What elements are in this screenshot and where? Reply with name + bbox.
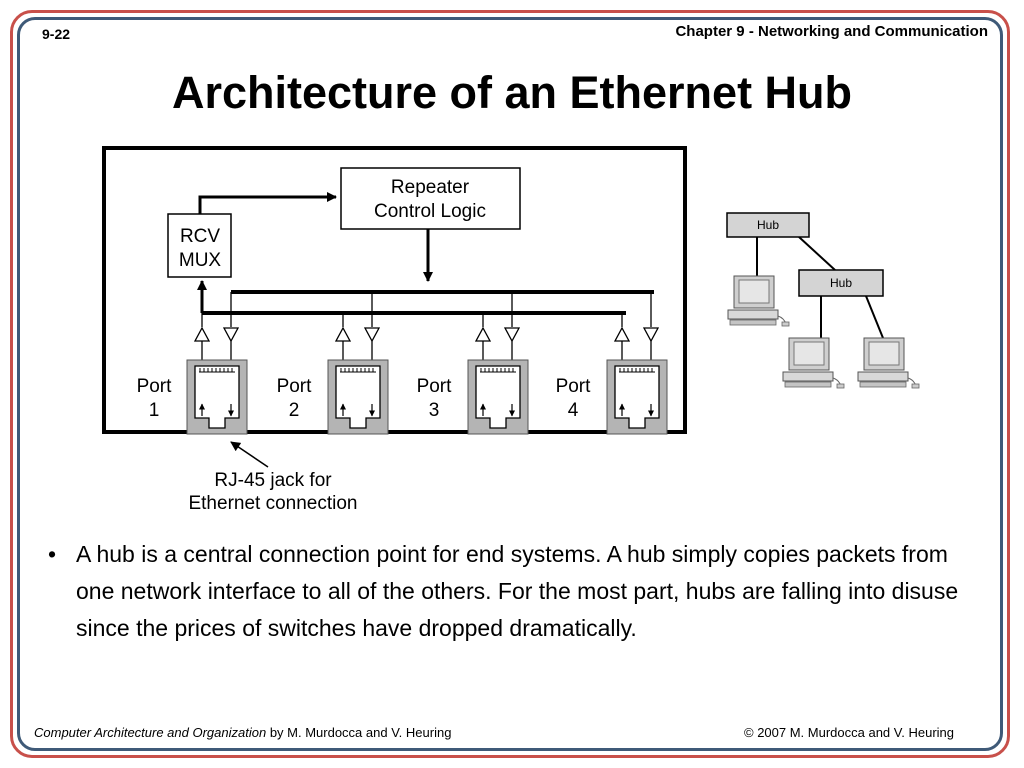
link-hub2-pc3 [865,295,884,339]
hub-enclosure [102,146,687,434]
port-3-driver-icon [504,327,520,342]
port-4-receiver-icon [614,327,630,342]
footer-book-title: Computer Architecture and Organization [34,725,267,740]
hub-2-label: Hub [830,276,852,290]
port-2-driver-icon [364,327,380,342]
port-1-driver-icon [223,327,239,342]
repeater-label-line1: Repeater [391,177,470,198]
rcv-mux-block [167,213,232,278]
slide-title: Architecture of an Ethernet Hub [171,67,853,118]
port-3-receiver-icon [475,327,491,342]
slide-frame-outer [10,10,1010,758]
slide-number: 9-22 [42,26,71,42]
bullet-item: • A hub is a central connection point fo… [48,536,968,646]
bullet-marker: • [48,541,57,567]
footer-left: Computer Architecture and Organization b… [34,725,451,740]
rj45-callout-line2: Ethernet connection [188,493,357,514]
slide-frame-inner [17,17,1003,751]
port-2-rj45-jack [327,359,389,435]
port-4-number: 4 [568,400,579,421]
computer-icon [727,275,790,327]
mux-to-repeater-arrow [198,192,337,214]
port-2-label: Port [277,376,313,397]
footer-authors: by M. Murdocca and V. Heuring [266,725,452,740]
port-1-rj45-jack [186,359,248,435]
port-2-number: 2 [289,400,300,421]
chapter-heading: Chapter 9 - Networking and Communication [675,23,988,40]
port-3-label: Port [417,376,453,397]
hub-2-box [798,269,884,297]
repeater-label-line2: Control Logic [374,201,486,222]
port-2-receiver-icon [335,327,351,342]
port-4-rj45-jack [606,359,668,435]
port-4-driver-icon [643,327,659,342]
port-4-label: Port [556,376,592,397]
mux-label-line1: RCV [180,226,220,247]
repeater-control-logic-block [340,167,521,230]
rj45-callout-line1: RJ-45 jack for [214,470,332,491]
bullet-text: A hub is a central connection point for … [76,541,959,641]
footer-copyright: © 2007 M. Murdocca and V. Heuring [744,725,954,740]
rj45-callout-arrow [230,441,269,468]
computer-icon [782,337,845,389]
link-hub1-hub2 [798,236,836,271]
port-3-number: 3 [429,400,440,421]
port-1-label: Port [137,376,173,397]
hub-1-label: Hub [757,218,779,232]
mux-label-line2: MUX [179,250,222,271]
hub-1-box [726,212,810,238]
port-1-receiver-icon [194,327,210,342]
port-1-number: 1 [149,400,160,421]
computer-icon [857,337,920,389]
port-3-rj45-jack [467,359,529,435]
